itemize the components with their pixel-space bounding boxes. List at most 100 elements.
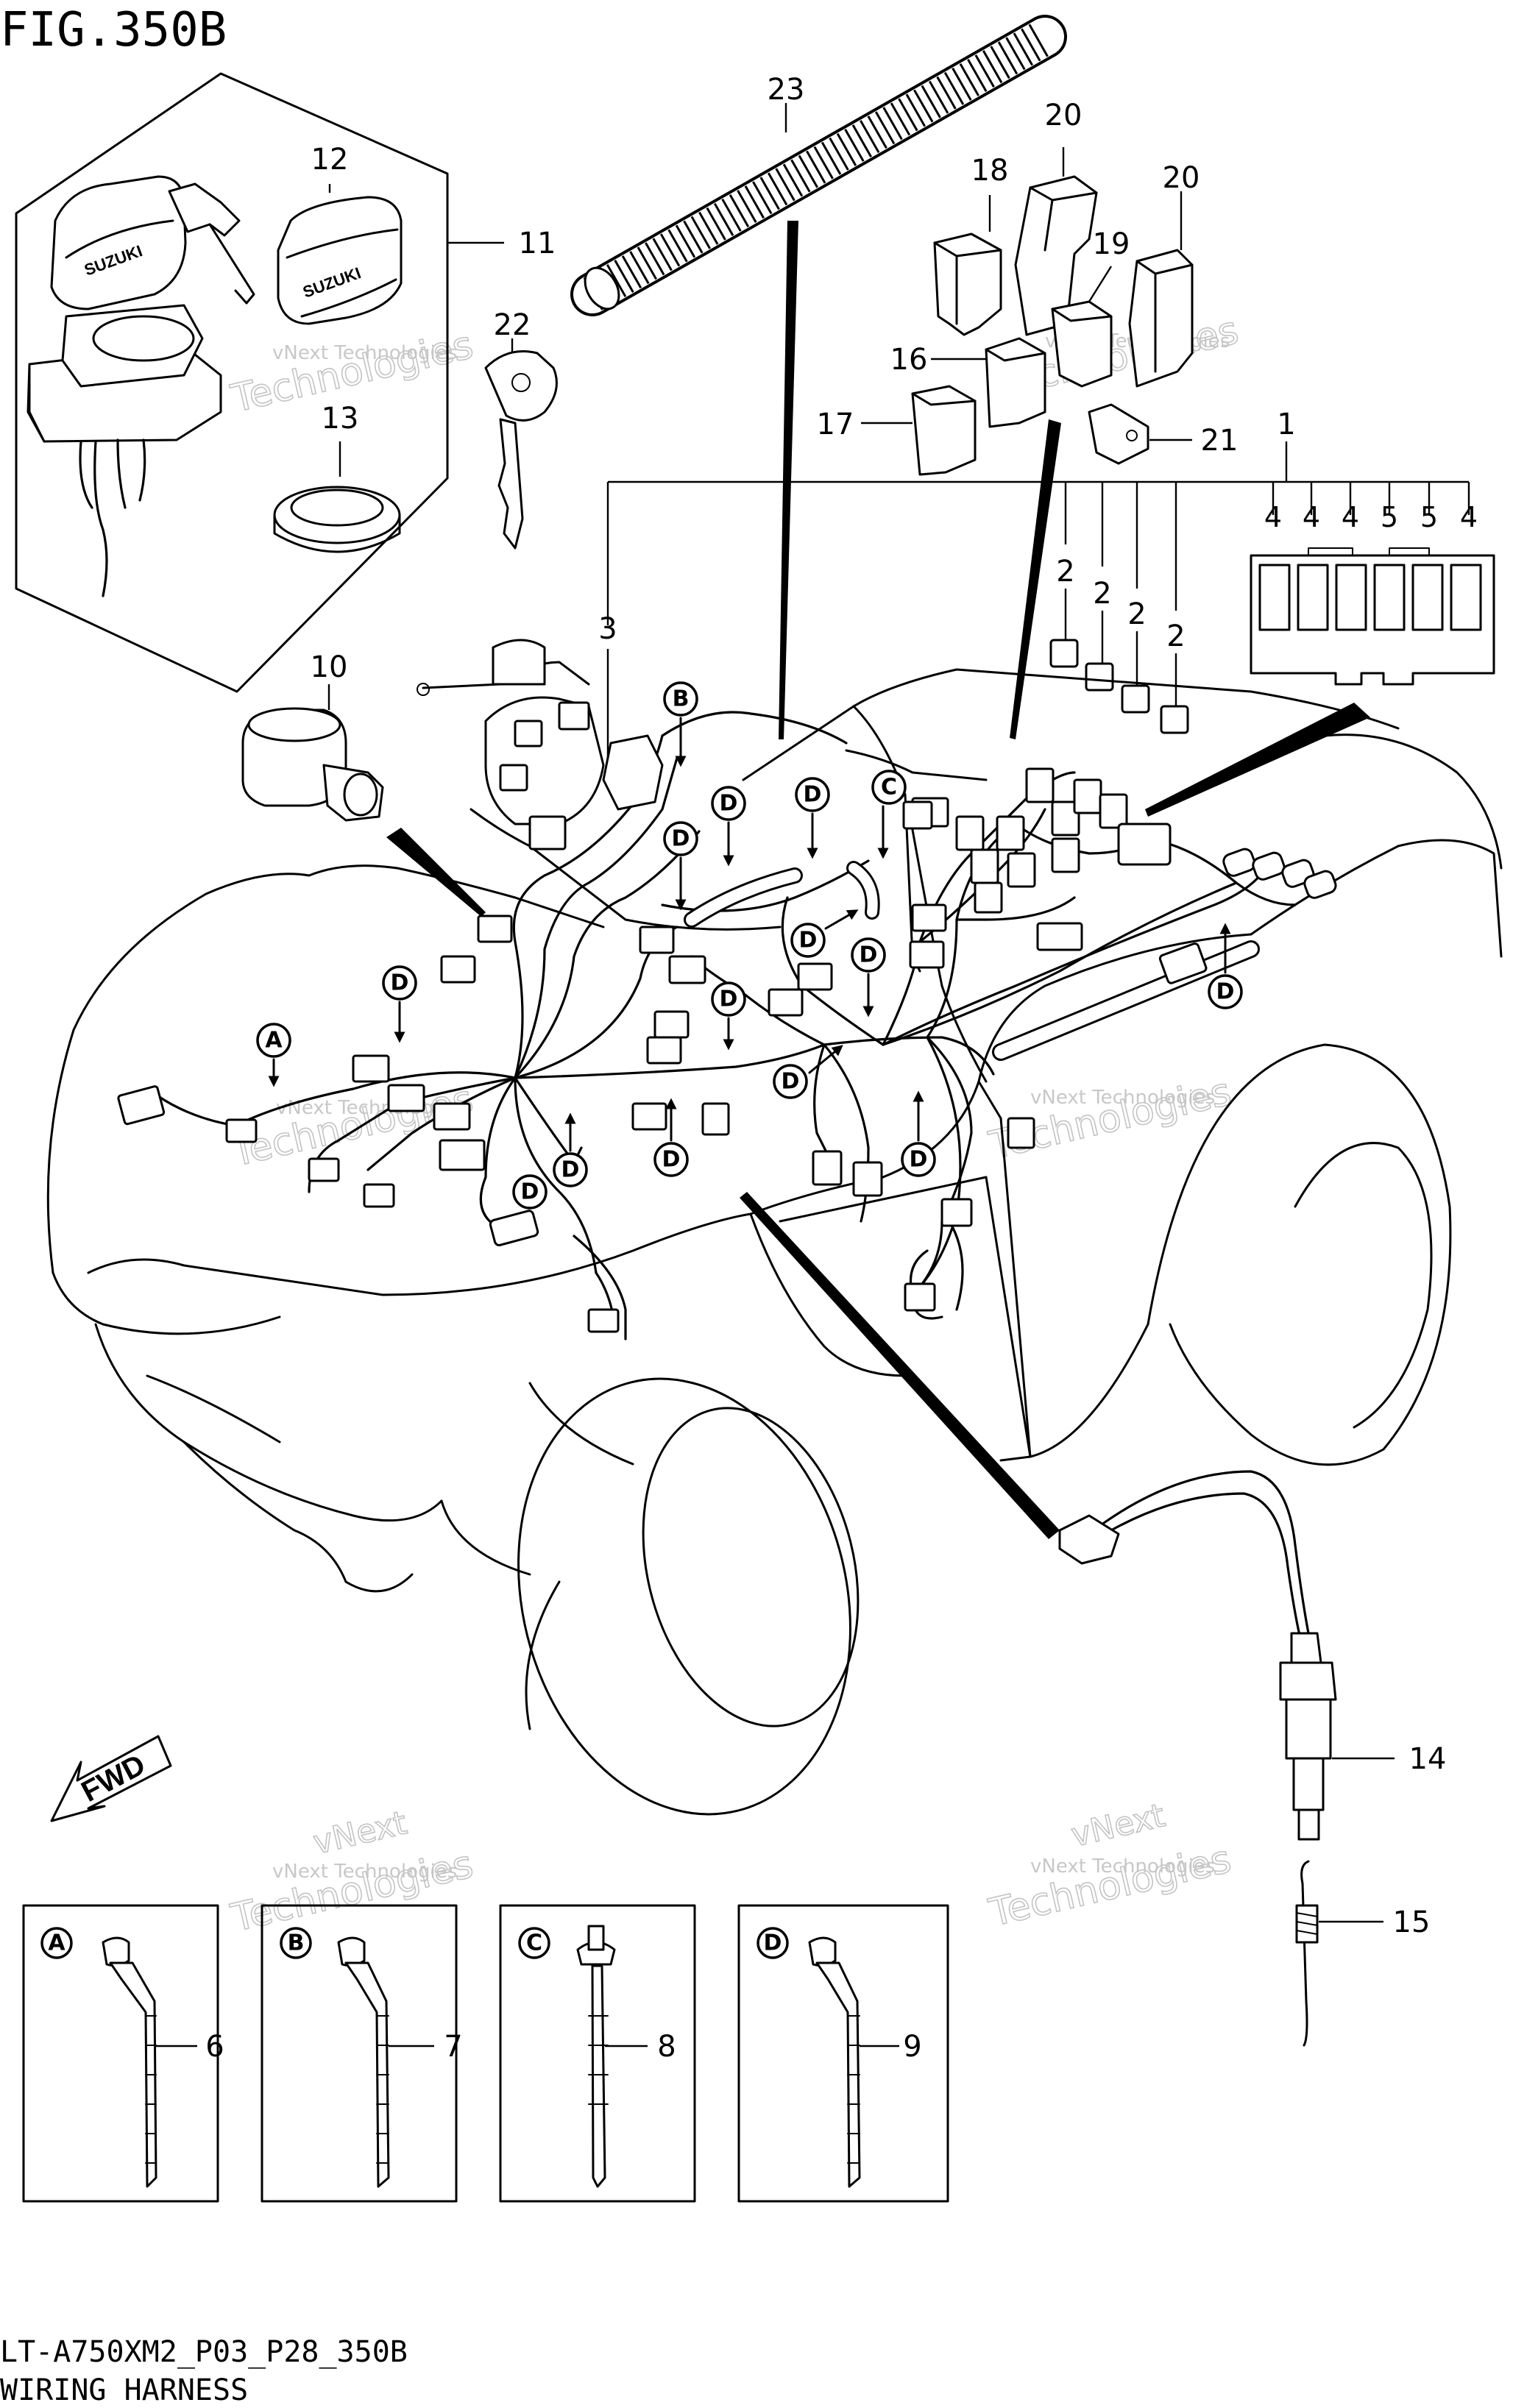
- relay-20-left: [1014, 175, 1098, 336]
- figure-code: LT-A750XM2_P03_P28_350B: [0, 2335, 408, 2369]
- relay-parts: 18 20 19 20 16: [817, 99, 1238, 476]
- callout-22: 22: [494, 308, 531, 342]
- svg-text:D: D: [391, 970, 409, 996]
- marker-d-9: D: [553, 1152, 588, 1187]
- marker-d-4: D: [790, 923, 826, 958]
- svg-text:A: A: [48, 1931, 65, 1956]
- callout-2-b: 2: [1093, 577, 1111, 611]
- socket-10: 10: [241, 650, 384, 822]
- callout-16: 16: [890, 343, 928, 377]
- clamp-detail-boxes: A 6 B 7 C 8: [22, 1904, 949, 2203]
- callout-14: 14: [1409, 1742, 1447, 1776]
- svg-text:C: C: [881, 775, 897, 800]
- o2-sensor-14: 14: [1058, 1470, 1447, 1841]
- watermark-low-left-large: Technologies: [227, 1842, 477, 1941]
- callout-6: 6: [205, 2030, 224, 2064]
- callout-11: 11: [519, 227, 556, 260]
- relay-20-right: [1128, 249, 1194, 388]
- relay-18: [933, 232, 1002, 336]
- harness-connectors: [117, 639, 1337, 1333]
- callout-23: 23: [768, 73, 805, 107]
- svg-text:C: C: [526, 1931, 542, 1956]
- callout-1: 1: [1277, 408, 1295, 441]
- lock-nut: [273, 486, 401, 553]
- callout-2-c: 2: [1127, 597, 1146, 631]
- fuse-box-group: 1 3 4 4 4 5 5 4: [598, 408, 1495, 780]
- svg-text:A: A: [265, 1028, 283, 1054]
- callout-17: 17: [817, 408, 854, 441]
- watermark-top-left: vNext Technologies: [272, 342, 457, 364]
- marker-d-6: D: [382, 965, 417, 1001]
- ignition-switch-cover: SUZUKI: [277, 196, 403, 325]
- ignition-switch: SUZUKI: [26, 175, 255, 597]
- fwd-arrow: FWD: [50, 1735, 172, 1822]
- svg-text:B: B: [288, 1931, 305, 1956]
- svg-text:B: B: [673, 686, 690, 712]
- small-fuses-2: [1049, 639, 1189, 734]
- callout-12: 12: [311, 143, 349, 177]
- relay-17: [911, 385, 977, 476]
- clamp-box-d: D 9: [737, 1904, 949, 2203]
- marker-d-2: D: [795, 777, 830, 812]
- svg-text:D: D: [521, 1179, 539, 1205]
- callout-18: 18: [971, 154, 1009, 188]
- relay-19: [1051, 300, 1113, 388]
- key-22: 22: [484, 308, 558, 550]
- fuse-rating-5: 5: [1420, 501, 1438, 533]
- marker-d-12: D: [901, 1142, 936, 1177]
- callout-20-top: 20: [1045, 99, 1083, 132]
- marker-c: C: [871, 770, 907, 805]
- clamp-box-b: B 7: [261, 1904, 463, 2203]
- marker-d-7: D: [711, 981, 746, 1017]
- callout-15: 15: [1393, 1906, 1431, 1939]
- figure-name: WIRING HARNESS: [0, 2373, 248, 2407]
- fuse-rating-3: 4: [1342, 501, 1359, 533]
- marker-d-8: D: [773, 1064, 808, 1099]
- pointer-wedges: [386, 221, 1370, 1539]
- marker-d-11: D: [653, 1142, 689, 1177]
- marker-a: A: [256, 1023, 291, 1058]
- clamp-markers: A B C D D D D D D D D D D D D D: [256, 681, 1243, 1210]
- pin-15: 15: [1295, 1860, 1431, 2047]
- fuse-slots: [1258, 564, 1482, 631]
- figure-title: FIG.350B: [0, 3, 227, 57]
- fuse-rating-6: 4: [1460, 501, 1478, 533]
- callout-20-right: 20: [1163, 161, 1200, 195]
- svg-text:D: D: [720, 987, 738, 1012]
- marker-b: B: [663, 681, 698, 717]
- svg-text:D: D: [804, 782, 822, 808]
- marker-d-10: D: [512, 1174, 548, 1210]
- callout-2-a: 2: [1056, 555, 1074, 589]
- callout-10: 10: [311, 650, 348, 684]
- callout-9: 9: [903, 2030, 921, 2064]
- marker-d-13: D: [1208, 974, 1243, 1009]
- svg-text:D: D: [799, 928, 818, 953]
- watermark-mid-right: vNext Technologies: [1030, 1087, 1215, 1109]
- ignition-group-frame: [15, 72, 449, 693]
- callout-8: 8: [657, 2030, 676, 2064]
- callout-19: 19: [1093, 227, 1130, 261]
- svg-text:D: D: [561, 1157, 580, 1183]
- watermark-low-left: vNext Technologies: [272, 1861, 457, 1883]
- fuse-rating-2: 4: [1303, 501, 1320, 533]
- svg-text:D: D: [860, 942, 878, 968]
- fuse-rating-1: 4: [1264, 501, 1282, 533]
- watermark-low-right-large: Technologies: [985, 1837, 1235, 1936]
- front-wheel: [517, 1377, 851, 1816]
- callout-7: 7: [444, 2030, 462, 2064]
- svg-text:D: D: [910, 1147, 928, 1173]
- marker-d-3: D: [663, 821, 698, 856]
- svg-text:D: D: [1216, 979, 1235, 1005]
- marker-d-5: D: [851, 937, 886, 973]
- clip-21: [1088, 403, 1149, 465]
- rear-wheel: [1147, 1043, 1452, 1466]
- watermark-low-right-brand: vNext: [1068, 1797, 1169, 1855]
- fwd-label: FWD: [77, 1748, 151, 1808]
- relay-16: [985, 337, 1046, 428]
- watermark-layer: vNext Technologies Technologies vNext Te…: [227, 308, 1244, 1941]
- svg-text:D: D: [662, 1147, 681, 1173]
- watermark-low-right: vNext Technologies: [1030, 1855, 1215, 1878]
- watermark-low-left-brand: vNext: [310, 1804, 411, 1862]
- svg-text:D: D: [782, 1069, 800, 1095]
